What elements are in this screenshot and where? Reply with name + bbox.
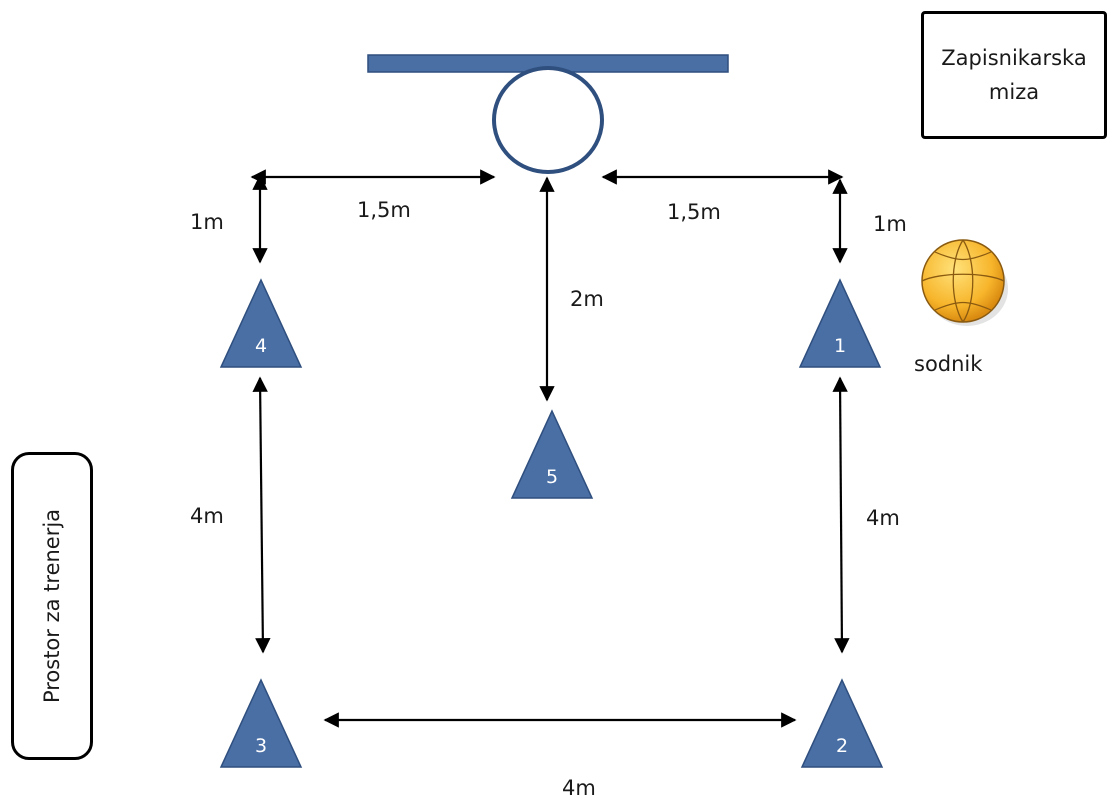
hoop [492, 66, 604, 174]
distance-right-horizontal: 1,5m [667, 200, 721, 224]
arrow-right-side [832, 376, 850, 654]
distance-center-vertical: 2m [570, 287, 604, 311]
coach-area: Prostor za trenerja [11, 452, 93, 760]
cone-4-number: 4 [254, 335, 268, 357]
cone-3 [219, 678, 303, 768]
arrow-left-side [252, 376, 271, 654]
distance-left-side: 4m [190, 504, 224, 528]
cone-3-number: 3 [254, 735, 268, 757]
cone-2 [800, 678, 884, 768]
cone-4 [219, 278, 303, 368]
cone-2-number: 2 [835, 735, 849, 757]
basketball-icon [921, 239, 1008, 326]
distance-right-top-vertical: 1m [873, 212, 907, 236]
coach-area-label: Prostor za trenerja [40, 508, 64, 704]
distance-bottom: 4m [562, 776, 596, 800]
distance-left-top-vertical: 1m [190, 210, 224, 234]
scorers-table-label: Zapisnikarska miza [941, 46, 1087, 104]
distance-left-horizontal: 1,5m [357, 198, 411, 222]
distance-right-side: 4m [866, 506, 900, 530]
referee-label: sodnik [914, 352, 983, 376]
scorers-table: Zapisnikarska miza [921, 11, 1107, 139]
cone-1 [798, 278, 882, 368]
cone-5 [510, 409, 594, 499]
cone-1-number: 1 [833, 335, 847, 357]
cone-5-number: 5 [545, 466, 559, 488]
